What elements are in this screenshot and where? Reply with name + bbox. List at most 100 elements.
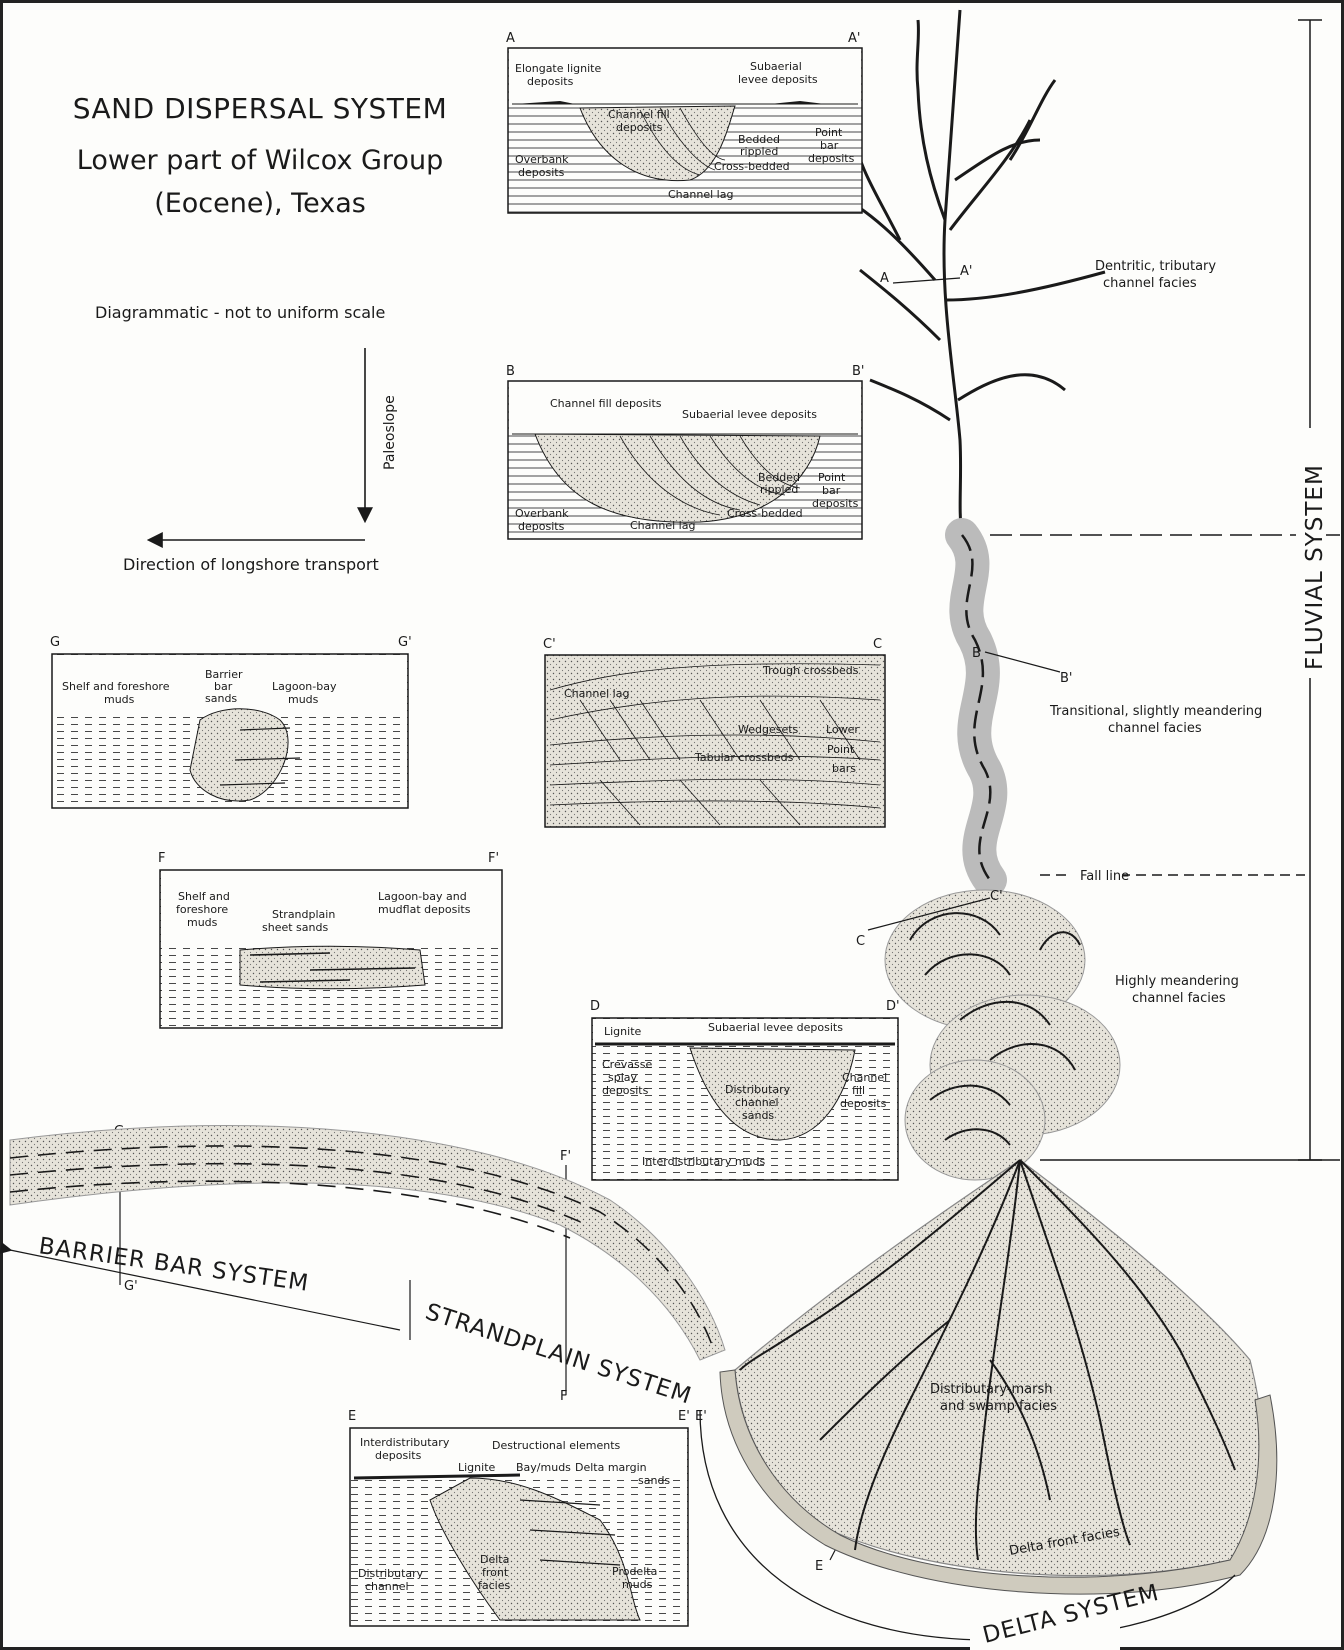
section-F-panel: F F' Shelf and foreshore muds Strandplai… <box>158 851 502 1028</box>
svg-text:Interdistributary muds: Interdistributary muds <box>642 1155 765 1168</box>
svg-text:bars: bars <box>832 762 856 775</box>
svg-text:Interdistributary: Interdistributary <box>360 1436 450 1449</box>
dendritic-label-2: channel facies <box>1103 276 1197 291</box>
meandering-label-1: Highly meandering <box>1115 974 1239 989</box>
svg-text:sands: sands <box>742 1109 774 1122</box>
svg-text:Channel lag: Channel lag <box>630 519 695 532</box>
svg-text:Delta margin: Delta margin <box>575 1461 647 1474</box>
meandering-label-2: channel facies <box>1132 991 1226 1006</box>
transitional-label-2: channel facies <box>1108 721 1202 736</box>
svg-text:deposits: deposits <box>527 75 574 88</box>
svg-text:Point: Point <box>815 126 843 139</box>
svg-text:B: B <box>972 646 981 661</box>
svg-text:Distributary: Distributary <box>725 1083 791 1096</box>
svg-text:deposits: deposits <box>840 1097 887 1110</box>
svg-text:Lagoon-bay: Lagoon-bay <box>272 680 337 693</box>
svg-text:Lower: Lower <box>826 723 859 736</box>
svg-text:Shelf and foreshore: Shelf and foreshore <box>62 680 170 693</box>
svg-text:Lagoon-bay and: Lagoon-bay and <box>378 890 467 903</box>
svg-text:front: front <box>482 1566 509 1579</box>
svg-text:Shelf and: Shelf and <box>178 890 230 903</box>
svg-text:levee deposits: levee deposits <box>738 73 818 86</box>
marsh-label-2: and swamp facies <box>940 1399 1057 1414</box>
svg-text:Lignite: Lignite <box>604 1025 642 1038</box>
svg-text:E: E <box>815 1559 823 1574</box>
svg-text:bar: bar <box>820 139 839 152</box>
svg-text:deposits: deposits <box>518 166 565 179</box>
svg-text:Overbank: Overbank <box>515 153 569 166</box>
svg-text:G': G' <box>124 1279 138 1294</box>
svg-text:muds: muds <box>104 693 135 706</box>
svg-text:Trough crossbeds: Trough crossbeds <box>762 664 859 677</box>
svg-text:Subaerial levee deposits: Subaerial levee deposits <box>682 408 817 421</box>
svg-text:sheet sands: sheet sands <box>262 921 328 934</box>
section-C-panel: C' C Trough crossbeds Channel lag Wedges… <box>543 637 885 827</box>
dendritic-label-1: Dentritic, tributary <box>1095 259 1216 274</box>
svg-text:Bay/muds: Bay/muds <box>516 1461 571 1474</box>
section-F-left-end: F <box>158 851 165 866</box>
svg-text:splay: splay <box>608 1071 638 1084</box>
transitional-label-1: Transitional, slightly meandering <box>1049 704 1262 719</box>
svg-text:Crevasse: Crevasse <box>602 1058 652 1071</box>
svg-text:Strandplain: Strandplain <box>272 908 335 921</box>
section-G-left-end: G <box>50 635 60 650</box>
svg-text:Channel lag: Channel lag <box>564 687 629 700</box>
svg-text:deposits: deposits <box>602 1084 649 1097</box>
svg-text:deposits: deposits <box>808 152 855 165</box>
section-B-panel: B B' Channel fill deposits Subaerial lev… <box>506 364 865 539</box>
svg-text:C': C' <box>990 889 1003 904</box>
strandplain-system-label: STRANDPLAIN SYSTEM <box>422 1299 695 1410</box>
fall-line-label: Fall line <box>1080 869 1129 884</box>
meandering-belt <box>885 535 1120 1180</box>
section-D-left-end: D <box>590 999 600 1014</box>
section-G-right-end: G' <box>398 635 412 650</box>
section-F-right-end: F' <box>488 851 499 866</box>
svg-text:rippled: rippled <box>740 145 778 158</box>
svg-text:C: C <box>856 934 865 949</box>
svg-text:muds: muds <box>288 693 319 706</box>
svg-text:Point: Point <box>818 471 846 484</box>
svg-text:Delta: Delta <box>480 1553 509 1566</box>
svg-text:Prodelta: Prodelta <box>612 1565 657 1578</box>
section-A-right-end: A' <box>848 31 860 46</box>
section-B-left-end: B <box>506 364 515 379</box>
section-E-right-end: E' <box>678 1409 690 1424</box>
section-C-left-end: C' <box>543 637 556 652</box>
svg-text:Elongate lignite: Elongate lignite <box>515 62 601 75</box>
svg-text:fill: fill <box>852 1084 865 1097</box>
svg-text:Cross-bedded: Cross-bedded <box>727 507 803 520</box>
svg-text:Distributary: Distributary <box>358 1567 424 1580</box>
section-A-left-end: A <box>506 31 515 46</box>
svg-text:Channel fill deposits: Channel fill deposits <box>550 397 662 410</box>
svg-text:A': A' <box>960 264 972 279</box>
svg-text:Channel fill: Channel fill <box>608 108 670 121</box>
svg-text:rippled: rippled <box>760 483 798 496</box>
section-C-right-end: C <box>873 637 882 652</box>
paleoslope-label: Paleoslope <box>382 395 398 470</box>
section-B-right-end: B' <box>852 364 865 379</box>
svg-text:foreshore: foreshore <box>176 903 228 916</box>
svg-text:channel: channel <box>735 1096 779 1109</box>
section-A-panel: A A' Elongate lignite deposits Subaerial… <box>506 31 862 213</box>
svg-text:Subaerial: Subaerial <box>750 60 802 73</box>
svg-text:deposits: deposits <box>616 121 663 134</box>
svg-text:F: F <box>560 1389 567 1404</box>
svg-text:muds: muds <box>187 916 218 929</box>
fluvial-system-label: FLUVIAL SYSTEM <box>1302 464 1328 670</box>
svg-text:F': F' <box>560 1149 571 1164</box>
section-E-left-end: E <box>348 1409 356 1424</box>
svg-text:bar: bar <box>822 484 841 497</box>
svg-text:facies: facies <box>478 1579 510 1592</box>
section-D-right-end: D' <box>886 999 900 1014</box>
svg-text:Subaerial levee deposits: Subaerial levee deposits <box>708 1021 843 1034</box>
svg-text:deposits: deposits <box>375 1449 422 1462</box>
svg-text:muds: muds <box>622 1578 653 1591</box>
delta-plain <box>735 1160 1263 1576</box>
section-G-panel: G G' Shelf and foreshore muds Barrier ba… <box>50 635 412 808</box>
svg-text:Lignite: Lignite <box>458 1461 496 1474</box>
svg-text:Tabular crossbeds: Tabular crossbeds <box>694 751 794 764</box>
svg-text:sands: sands <box>205 692 237 705</box>
svg-text:Overbank: Overbank <box>515 507 569 520</box>
svg-text:Channel: Channel <box>842 1071 887 1084</box>
svg-text:Point: Point <box>827 743 855 756</box>
